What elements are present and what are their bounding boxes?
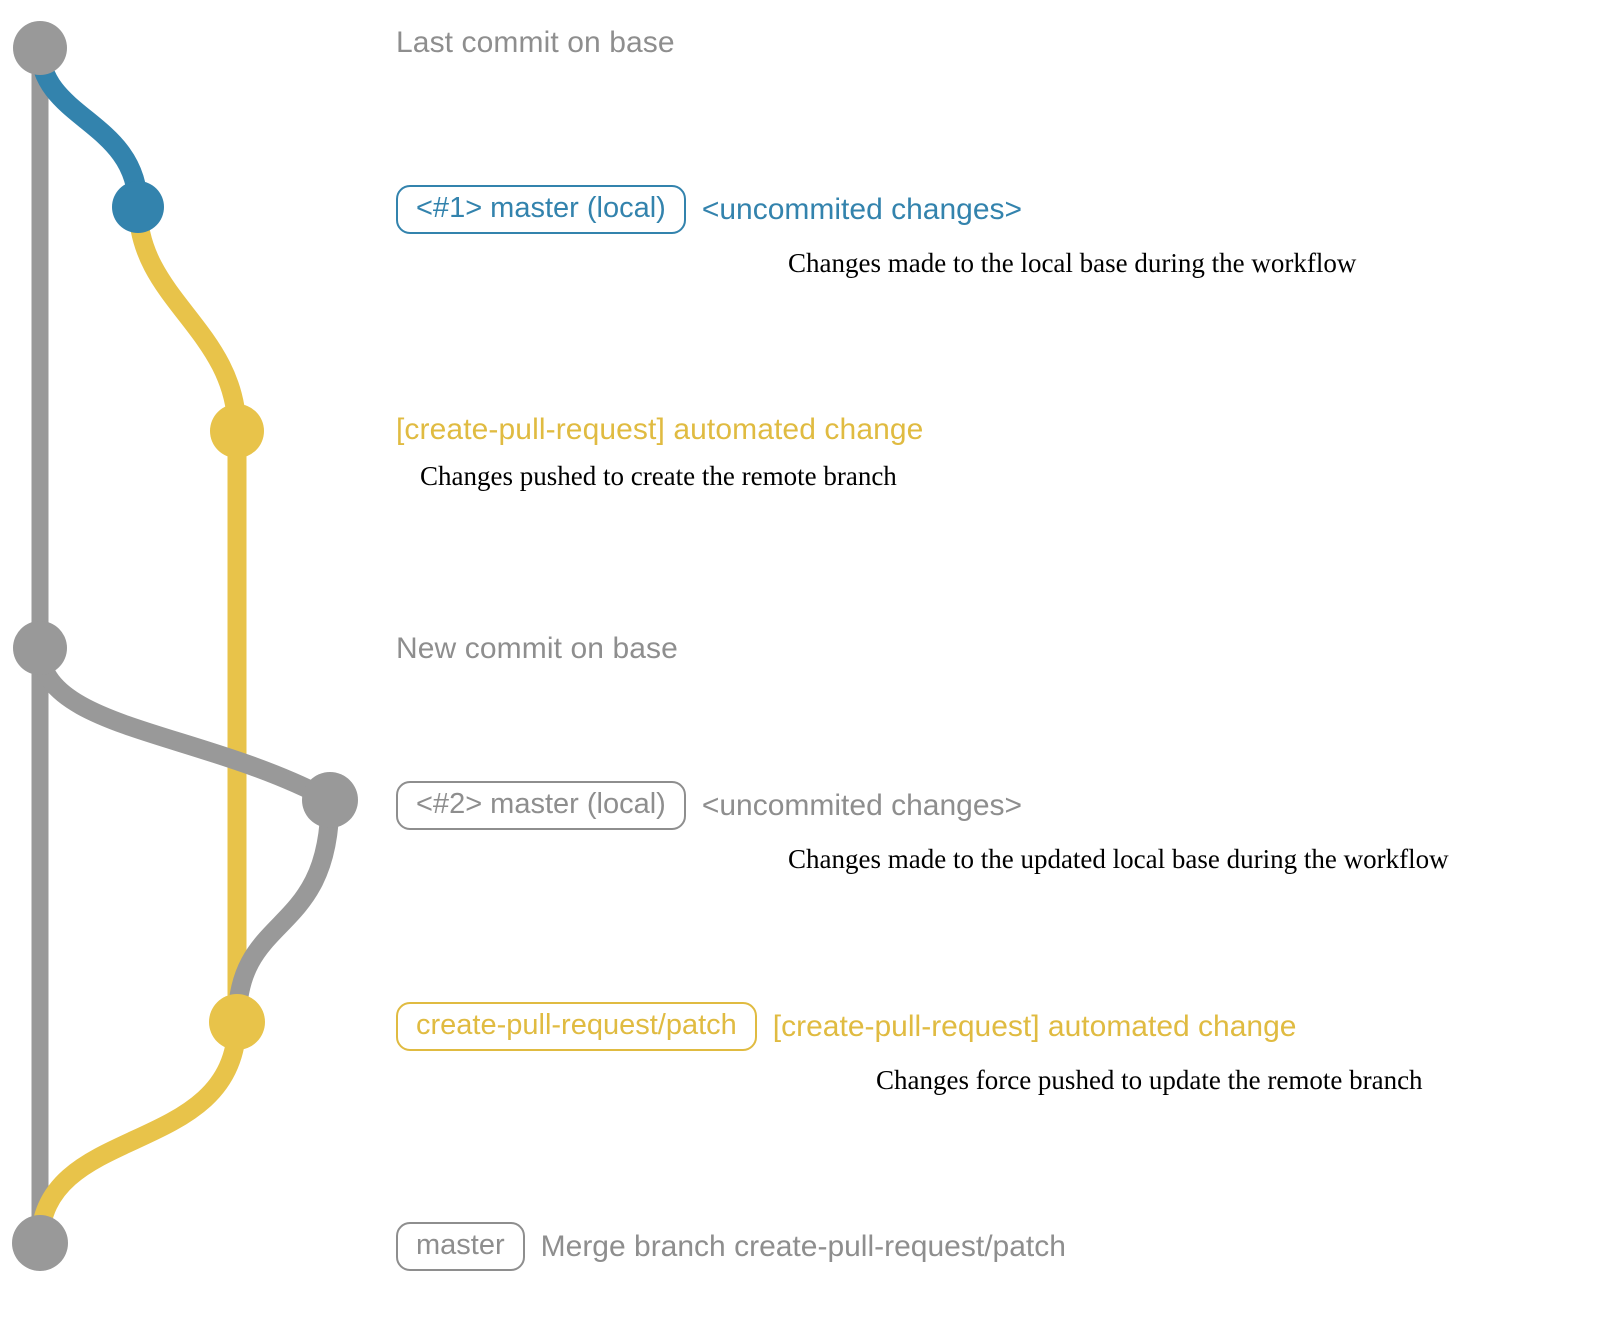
commit-subject: <uncommited changes> [701, 788, 1023, 822]
commit-subject: Last commit on base [396, 26, 675, 59]
remote-patch-lane-line [128, 197, 247, 1032]
commit-subject: New commit on base [396, 632, 678, 665]
local-2-to-patch-line [227, 790, 340, 1032]
branch-badge-create-pull-request-patch[interactable]: create-pull-request/patch [396, 1002, 757, 1051]
graph-row-remote-patch-1: [create-pull-request] automated change C… [396, 413, 923, 492]
row-headline: Last commit on base [396, 26, 675, 60]
branch-badge-local-2[interactable]: <#2> master (local) [396, 781, 686, 830]
row-headline: New commit on base [396, 632, 678, 666]
local-2-branch-line [30, 638, 340, 810]
commit-subject: [create-pull-request] automated change [772, 1009, 1297, 1043]
commit-node-base-new[interactable] [13, 621, 67, 675]
commit-node-base-last[interactable] [13, 21, 67, 75]
commit-node-remote-patch-1[interactable] [210, 404, 264, 458]
commit-node-local-1[interactable] [112, 181, 164, 233]
row-description: Changes force pushed to update the remot… [876, 1065, 1423, 1095]
commit-node-local-2[interactable] [302, 772, 358, 828]
graph-row-new-commit-on-base: New commit on base [396, 632, 678, 666]
row-headline: <#2> master (local) <uncommited changes> [396, 781, 1449, 830]
branch-badge-local-1[interactable]: <#1> master (local) [396, 185, 686, 234]
commit-subject: <uncommited changes> [701, 192, 1023, 226]
graph-row-base-merge: master Merge branch create-pull-request/… [396, 1222, 1066, 1271]
row-description: Changes pushed to create the remote bran… [420, 461, 897, 491]
row-headline: [create-pull-request] automated change [396, 413, 923, 447]
commit-subject: Merge branch create-pull-request/patch [540, 1229, 1066, 1263]
commit-subject: [create-pull-request] automated change [396, 413, 924, 446]
commit-graph [12, 21, 358, 1271]
graph-row-local-2: <#2> master (local) <uncommited changes>… [396, 781, 1449, 875]
graph-row-remote-patch-2: create-pull-request/patch [create-pull-r… [396, 1002, 1423, 1096]
row-description: Changes made to the local base during th… [788, 248, 1357, 278]
merge-into-base-line [30, 1012, 247, 1253]
local-1-branch-line [30, 38, 148, 217]
row-description: Changes made to the updated local base d… [788, 844, 1449, 874]
commit-node-remote-patch-2[interactable] [209, 994, 265, 1050]
graph-row-local-1: <#1> master (local) <uncommited changes>… [396, 185, 1356, 279]
row-headline: master Merge branch create-pull-request/… [396, 1222, 1066, 1271]
commit-node-base-merge[interactable] [12, 1215, 68, 1271]
row-headline: create-pull-request/patch [create-pull-r… [396, 1002, 1423, 1051]
graph-row-last-commit-on-base: Last commit on base [396, 26, 675, 60]
branch-badge-master[interactable]: master [396, 1222, 525, 1271]
row-headline: <#1> master (local) <uncommited changes> [396, 185, 1356, 234]
